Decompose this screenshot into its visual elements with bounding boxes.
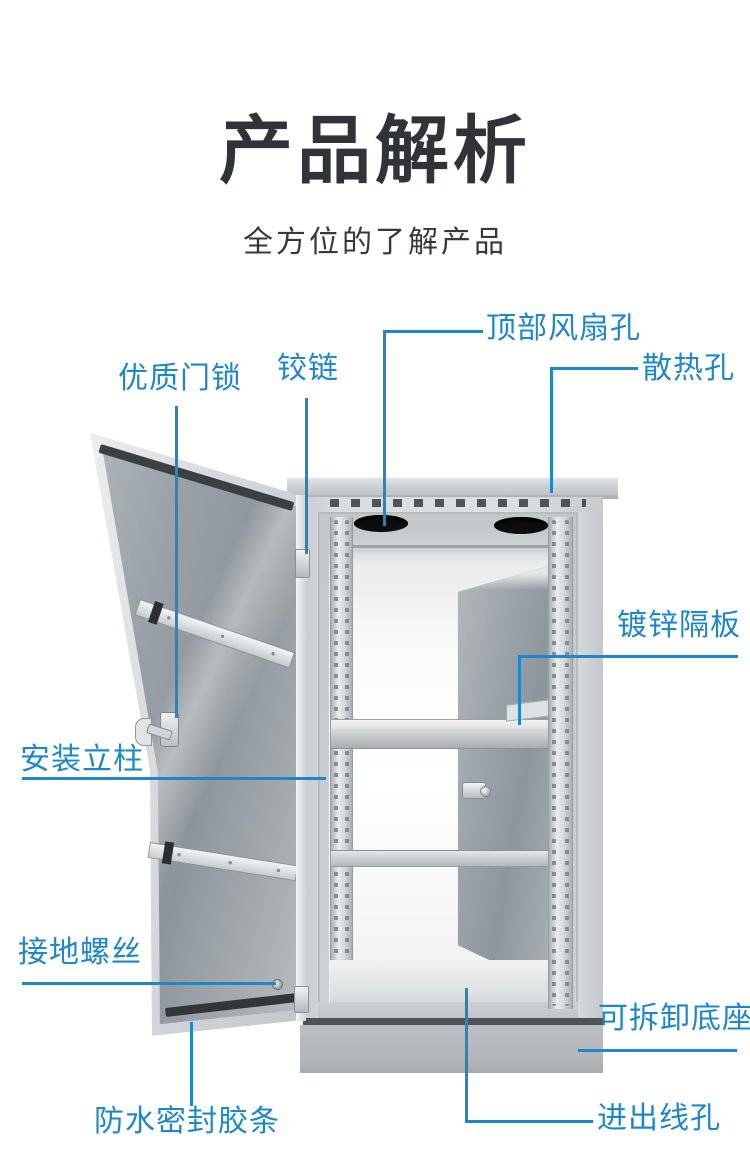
hinge-top	[295, 549, 310, 578]
galvanized-shelf-top	[331, 719, 571, 730]
cabinet-floor	[330, 960, 570, 1004]
label-heat-vent: 散热孔	[642, 352, 735, 385]
callout-line-top-fan	[383, 330, 386, 526]
rack-post-holes	[552, 520, 556, 1006]
heat-vent-slots	[330, 499, 586, 507]
callout-line-heat-vent	[550, 367, 553, 493]
fan-hole-left	[354, 515, 408, 532]
callout-line-cable-hole	[465, 1120, 593, 1123]
label-hinge: 铰链	[277, 352, 339, 385]
callout-line-shelf	[518, 655, 521, 725]
galvanized-shelf-front	[331, 729, 571, 749]
page-subtitle: 全方位的了解产品	[243, 226, 507, 259]
label-door-lock: 优质门锁	[118, 362, 242, 395]
label-detachable-base: 可拆卸底座	[598, 1002, 750, 1035]
hinge-bottom	[294, 986, 309, 1013]
door-lock	[135, 710, 181, 750]
label-top-fan-hole: 顶部风扇孔	[486, 312, 641, 345]
callout-line-grounding-screw	[22, 982, 276, 985]
callout-line-cable-hole	[465, 988, 468, 1123]
callout-line-door-lock	[175, 406, 178, 718]
callout-line-waterproof-seal	[190, 1022, 193, 1106]
fan-hole-right	[494, 517, 548, 534]
door-hinge-edge	[296, 495, 306, 1021]
detachable-base-block	[300, 1025, 603, 1073]
callout-line-mounting-post	[22, 777, 326, 780]
cabinet-right-pillar	[578, 512, 603, 1022]
interior-top-rail	[333, 545, 567, 548]
rack-post-holes	[345, 520, 349, 1006]
rack-post-holes	[565, 520, 569, 1006]
page-title: 产品解析	[219, 109, 531, 192]
base-joint-stripe	[303, 1018, 603, 1025]
label-cable-hole: 进出线孔	[597, 1102, 721, 1135]
inner-door-panel	[457, 566, 548, 988]
label-galvanized-shelf: 镀锌隔板	[617, 609, 741, 642]
rack-post-left	[330, 517, 353, 1009]
cabinet-roof	[287, 477, 618, 496]
label-grounding-screw: 接地螺丝	[18, 936, 142, 969]
strip-bracket	[147, 601, 164, 625]
label-mounting-post: 安装立柱	[20, 743, 144, 776]
cabinet-bottom-sill	[318, 1002, 578, 1020]
callout-line-hinge	[305, 398, 308, 554]
lower-crossbar	[331, 850, 571, 867]
strip-bracket	[161, 841, 175, 865]
callout-line-heat-vent	[550, 367, 638, 370]
rack-post-right	[548, 517, 573, 1009]
callout-line-base	[578, 1049, 737, 1052]
callout-line-shelf	[518, 655, 738, 658]
callout-line-top-fan	[383, 330, 483, 333]
inner-door-knob	[462, 782, 491, 799]
rack-post-holes	[334, 520, 338, 1006]
label-waterproof-seal: 防水密封胶条	[94, 1105, 280, 1138]
